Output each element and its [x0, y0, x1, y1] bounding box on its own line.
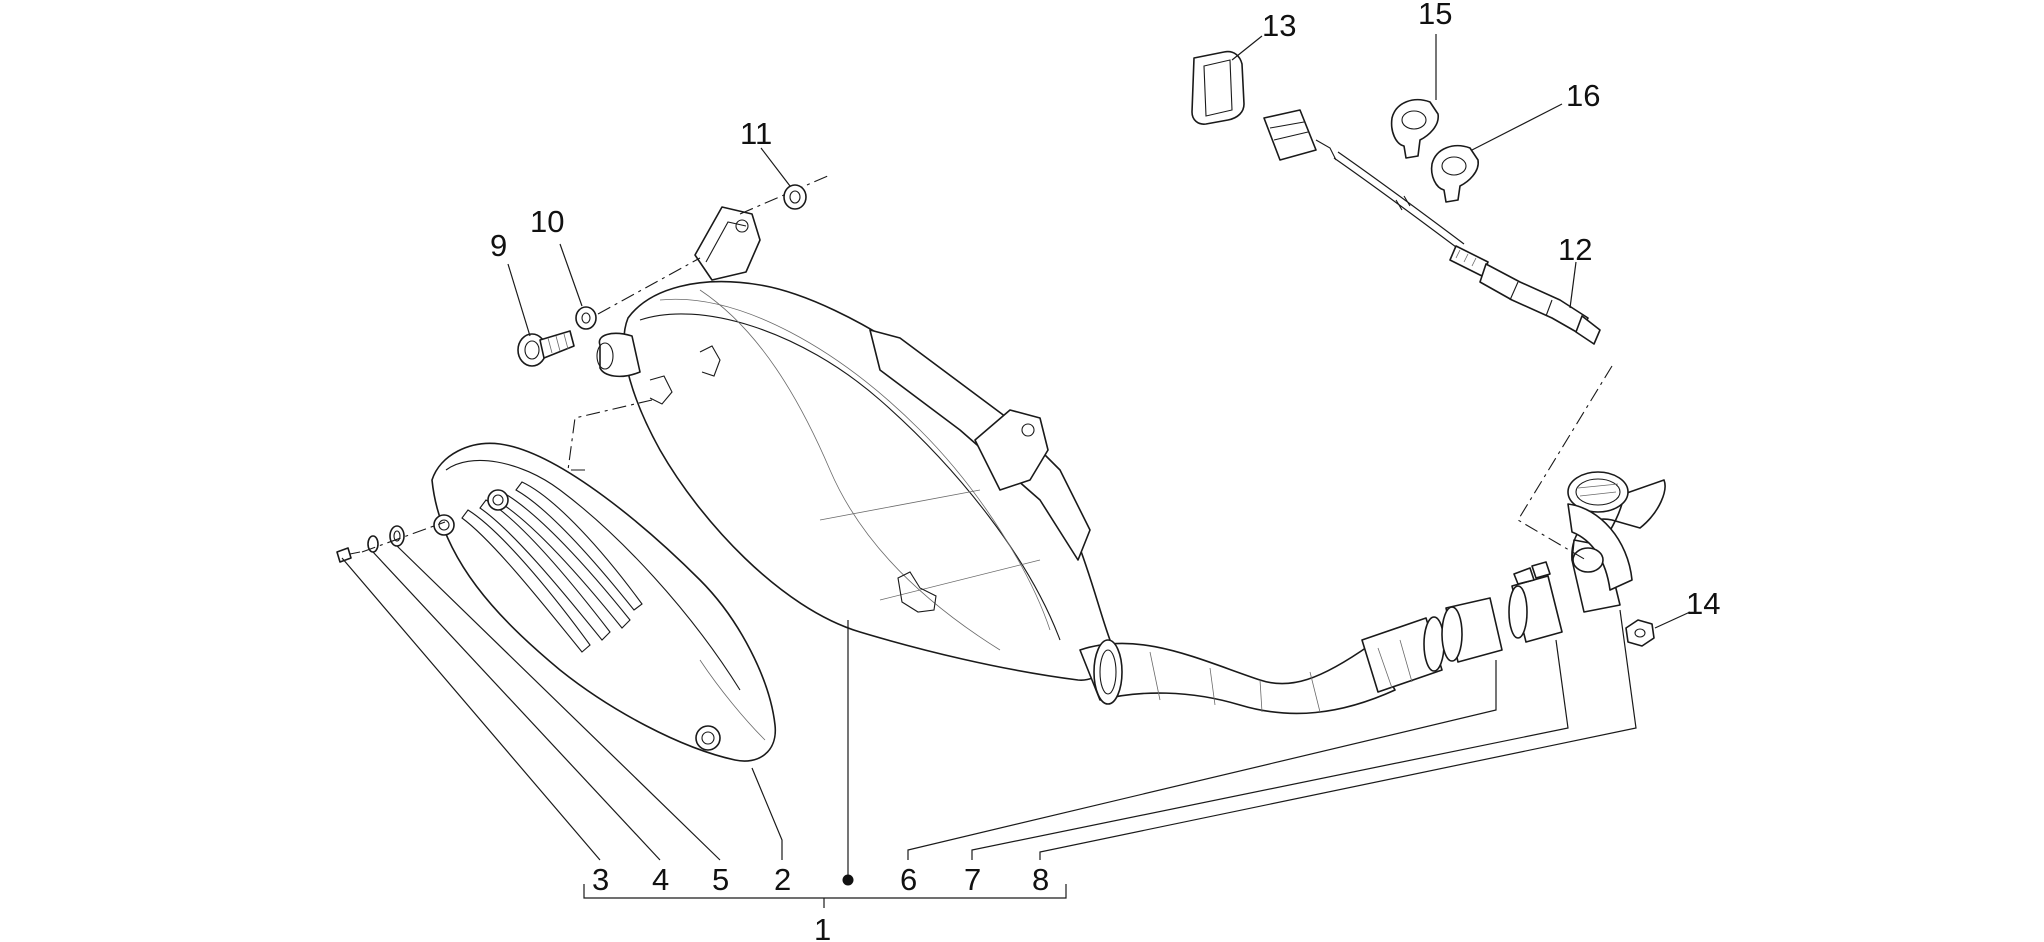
callout-7: 7 — [964, 862, 981, 897]
pipe-clamp-7 — [1508, 561, 1563, 643]
callout-8: 8 — [1032, 862, 1049, 897]
callout-12: 12 — [1558, 232, 1592, 267]
callout-3: 3 — [592, 862, 609, 897]
callout-9: 9 — [490, 228, 507, 263]
callout-2: 2 — [774, 862, 791, 897]
lambda-sensor — [1263, 109, 1601, 345]
callout-6: 6 — [900, 862, 917, 897]
callout-11: 11 — [740, 116, 772, 151]
callout-4: 4 — [652, 862, 669, 897]
callout-13: 13 — [1262, 8, 1296, 43]
callout-5: 5 — [712, 862, 729, 897]
callout-1: 1 — [814, 912, 831, 942]
assembly-dot — [842, 874, 854, 886]
callout-labels: 13 15 16 12 11 9 10 14 3 4 5 2 6 7 8 1 — [490, 0, 1720, 942]
leader-lines — [341, 34, 1691, 908]
callout-15: 15 — [1418, 0, 1452, 31]
pipe-gasket-6 — [1441, 597, 1503, 663]
washer-11 — [783, 184, 807, 210]
callout-16: 16 — [1566, 78, 1600, 113]
callout-10: 10 — [530, 204, 564, 239]
connector-cap-13 — [1191, 50, 1245, 125]
cable-clip-16 — [1430, 144, 1479, 203]
centerline-shield — [567, 399, 653, 471]
bolt-and-washer — [517, 174, 831, 367]
centerline-sensor — [1517, 365, 1613, 561]
heat-shield — [431, 442, 776, 762]
callout-14: 14 — [1686, 586, 1720, 621]
muffler-body — [596, 206, 1113, 681]
exhaust-elbow-8 — [1567, 471, 1666, 613]
exhaust-pipe — [1079, 616, 1445, 715]
nut-14 — [1625, 619, 1655, 647]
cable-clip-15 — [1390, 98, 1439, 159]
shield-fasteners — [336, 521, 446, 563]
